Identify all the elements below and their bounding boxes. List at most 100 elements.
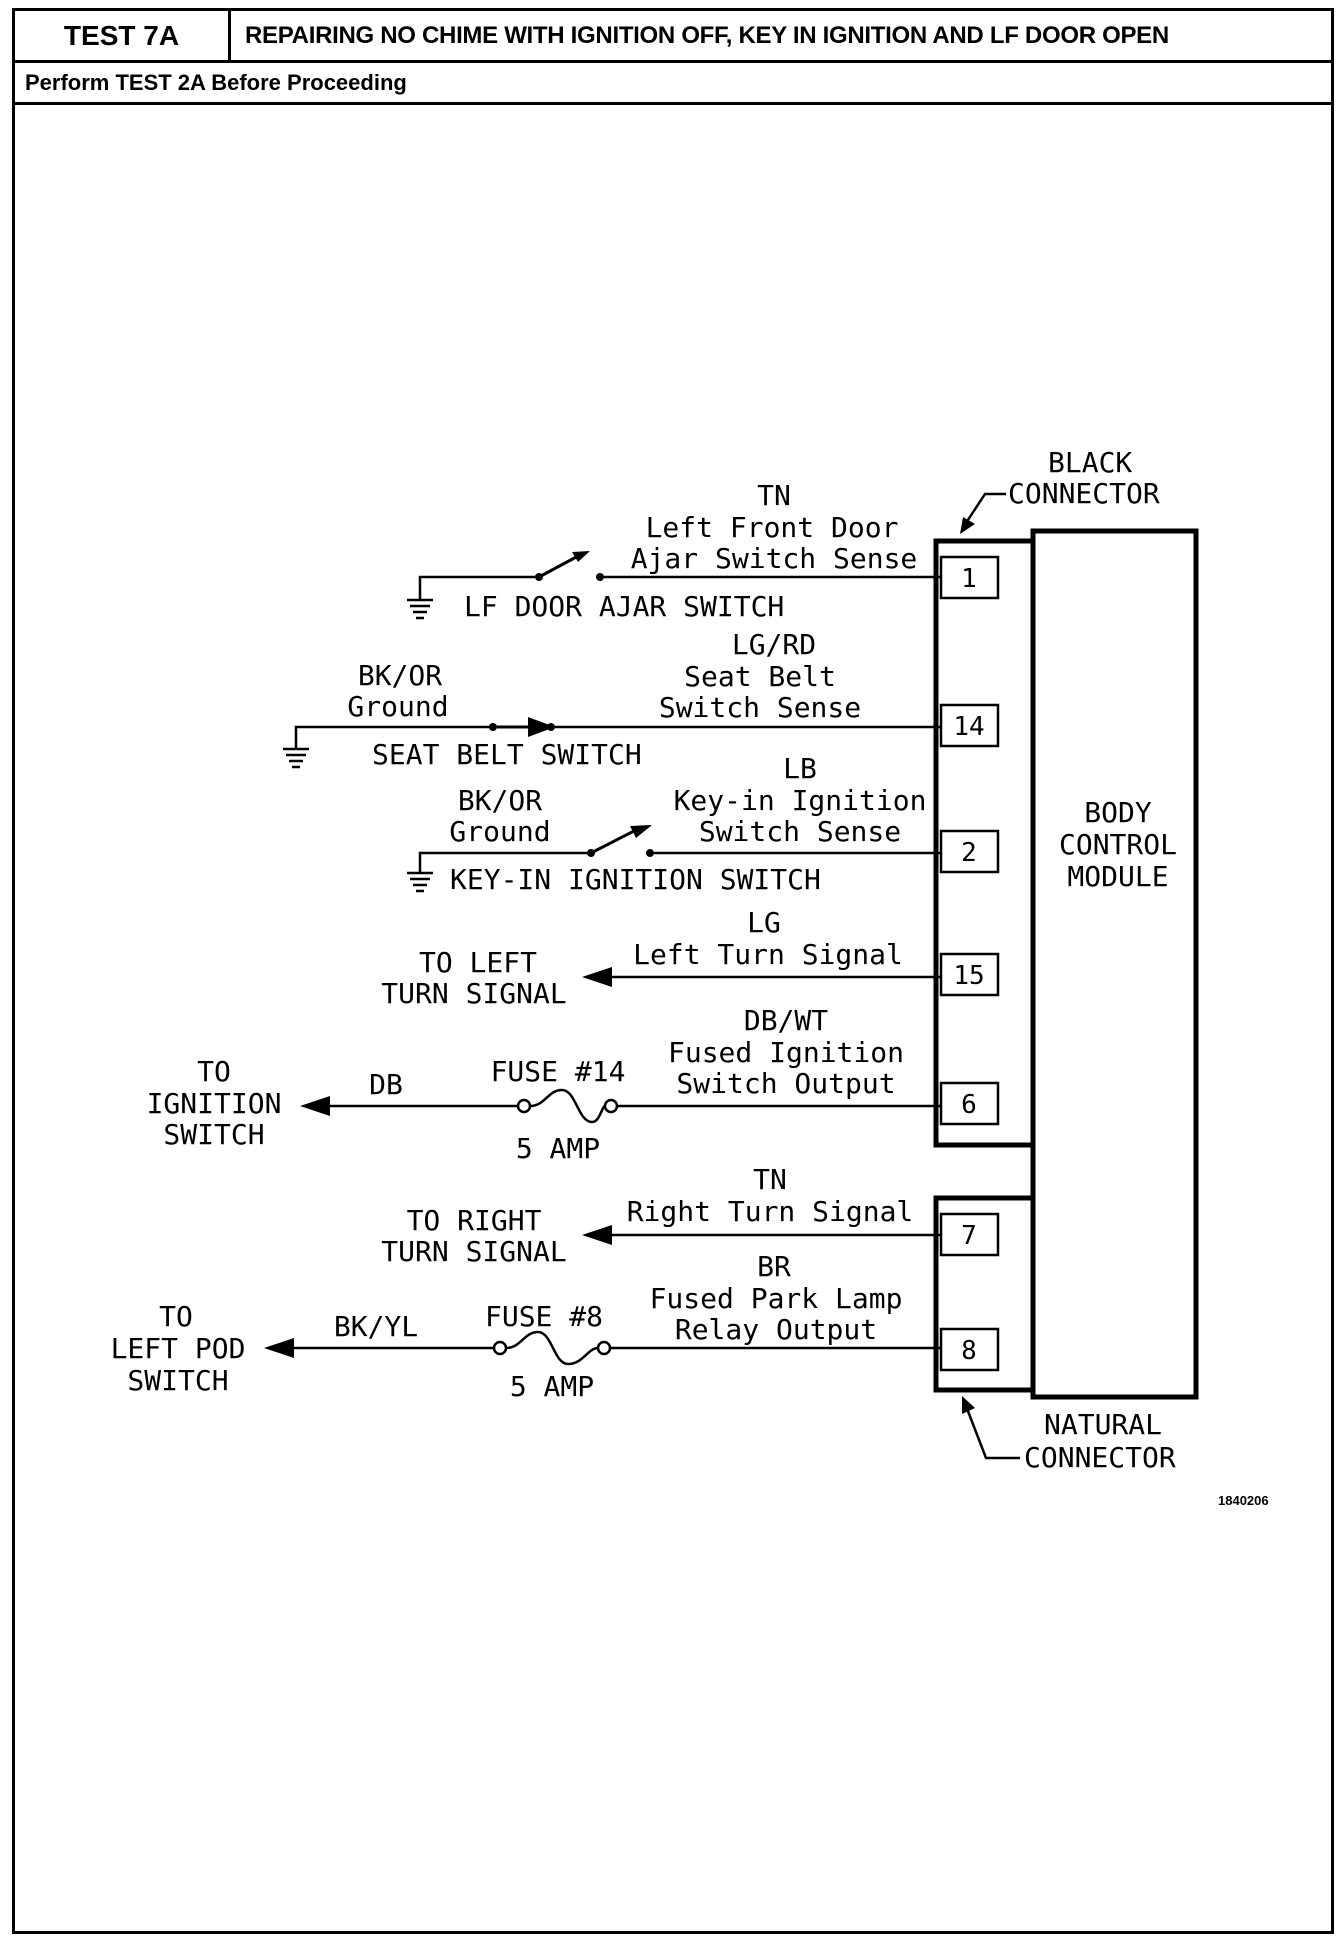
left-turn-dest-line1: TO LEFT xyxy=(419,946,537,979)
key-in-ground-icon xyxy=(405,871,435,893)
fuse-8-amp: 5 AMP xyxy=(510,1370,594,1403)
door-wire-color: TN xyxy=(757,479,791,512)
left-turn-arrow xyxy=(582,967,612,987)
pin-6-number: 6 xyxy=(961,1090,977,1120)
black-connector-pointer xyxy=(962,492,1006,527)
park-lamp-output-line1: Fused Park Lamp xyxy=(650,1282,903,1315)
park-lamp-left-wire-color: BK/YL xyxy=(334,1310,418,1343)
fuse-14-label: FUSE #14 xyxy=(491,1055,626,1088)
right-turn-wire-color: TN xyxy=(753,1163,787,1196)
fuse-14-amp: 5 AMP xyxy=(516,1132,600,1165)
circuit-ignition: DB/WT Fused Ignition Switch Output FUSE … xyxy=(147,1004,941,1165)
key-in-switch-blade xyxy=(590,828,637,855)
key-in-sense-line1: Key-in Ignition xyxy=(674,784,927,817)
pin-15-number: 15 xyxy=(953,961,984,991)
door-sense-line2: Ajar Switch Sense xyxy=(631,542,918,575)
pin-7: 7 xyxy=(939,1212,1000,1257)
park-lamp-output-line2: Relay Output xyxy=(675,1313,877,1346)
pin-14-number: 14 xyxy=(953,712,984,742)
pin-1-number: 1 xyxy=(961,564,977,594)
black-connector xyxy=(933,538,1036,1148)
pin-1: 1 xyxy=(939,555,1000,600)
ignition-left-wire-color: DB xyxy=(369,1068,403,1101)
ignition-arrow xyxy=(300,1096,330,1116)
right-turn-signal-label: Right Turn Signal xyxy=(627,1195,914,1228)
fuse-14-element xyxy=(529,1088,606,1124)
body-control-module-box xyxy=(1030,528,1199,1400)
key-in-switch-label: KEY-IN IGNITION SWITCH xyxy=(450,863,821,896)
black-connector-label-line1: BLACK xyxy=(1048,446,1132,479)
test-sheet: TEST 7A REPAIRING NO CHIME WITH IGNITION… xyxy=(12,8,1334,1934)
seat-belt-switch-arrow xyxy=(528,717,555,737)
fuse-8-element xyxy=(505,1330,599,1366)
door-ajar-ground-wire xyxy=(418,575,536,600)
seat-belt-ground-label: Ground xyxy=(347,690,448,723)
circuit-left-turn: LG Left Turn Signal TO LEFT TURN SIGNAL xyxy=(381,906,941,1010)
module-label-line1: BODY xyxy=(1084,796,1152,829)
natural-connector-label-line2: CONNECTOR xyxy=(1024,1441,1176,1474)
pin-15: 15 xyxy=(939,952,1000,997)
seat-belt-ground-wire-color: BK/OR xyxy=(358,659,442,692)
pin-8-number: 8 xyxy=(961,1336,977,1366)
right-turn-dest-line2: TURN SIGNAL xyxy=(381,1235,566,1268)
door-ajar-switch-blade xyxy=(538,553,581,579)
test-id: TEST 7A xyxy=(15,11,231,60)
pin-8: 8 xyxy=(939,1327,1000,1372)
module-label-line3: MODULE xyxy=(1067,860,1168,893)
ignition-dest-line3: SWITCH xyxy=(163,1118,264,1151)
fuse-8-label: FUSE #8 xyxy=(485,1300,603,1333)
pin-2-number: 2 xyxy=(961,838,977,868)
seat-belt-switch-label: SEAT BELT SWITCH xyxy=(372,738,642,771)
left-turn-signal-label: Left Turn Signal xyxy=(633,938,903,971)
left-turn-dest-line2: TURN SIGNAL xyxy=(381,977,566,1010)
ignition-output-line2: Switch Output xyxy=(676,1067,895,1100)
key-in-ground-wire xyxy=(418,851,588,873)
black-connector-label-line2: CONNECTOR xyxy=(1008,477,1160,510)
prerequisite-row: Perform TEST 2A Before Proceeding xyxy=(15,63,1331,105)
park-lamp-dest-line3: SWITCH xyxy=(127,1364,228,1397)
natural-connector-arrowhead xyxy=(962,1396,975,1414)
key-in-sense-line2: Switch Sense xyxy=(699,815,901,848)
pin-7-number: 7 xyxy=(961,1221,977,1251)
figure-number: 1840206 xyxy=(1218,1493,1269,1508)
pin-2: 2 xyxy=(939,829,1000,874)
test-title: REPAIRING NO CHIME WITH IGNITION OFF, KE… xyxy=(245,21,1169,49)
ignition-output-line1: Fused Ignition xyxy=(668,1036,904,1069)
door-sense-line1: Left Front Door xyxy=(646,511,899,544)
right-turn-dest-line1: TO RIGHT xyxy=(407,1204,542,1237)
right-turn-arrow xyxy=(582,1225,612,1245)
door-ajar-switch-label: LF DOOR AJAR SWITCH xyxy=(464,590,784,623)
park-lamp-dest-line1: TO xyxy=(159,1300,193,1333)
park-lamp-wire-color: BR xyxy=(757,1250,791,1283)
seat-belt-ground-icon xyxy=(281,747,311,769)
seat-belt-ground-wire xyxy=(294,725,490,749)
circuit-key-in: LB Key-in Ignition Switch Sense BK/OR Gr… xyxy=(405,752,941,896)
pin-14: 14 xyxy=(939,703,1000,748)
left-turn-wire-color: LG xyxy=(747,906,781,939)
seat-belt-wire-color: LG/RD xyxy=(732,628,816,661)
pin-6: 6 xyxy=(939,1081,1000,1126)
header-row: TEST 7A REPAIRING NO CHIME WITH IGNITION… xyxy=(15,11,1331,63)
key-in-ground-label: Ground xyxy=(449,815,550,848)
ignition-dest-line1: TO xyxy=(197,1055,231,1088)
natural-connector xyxy=(933,1195,1036,1393)
circuit-right-turn: TN Right Turn Signal TO RIGHT TURN SIGNA… xyxy=(381,1163,941,1268)
park-lamp-arrow xyxy=(264,1338,294,1358)
ignition-wire-color: DB/WT xyxy=(744,1004,828,1037)
park-lamp-dest-line2: LEFT POD xyxy=(111,1332,246,1365)
door-ajar-ground-icon xyxy=(405,598,435,620)
black-connector-arrowhead xyxy=(960,517,975,534)
module-label-line2: CONTROL xyxy=(1059,828,1177,861)
circuit-door-ajar: TN Left Front Door Ajar Switch Sense LF … xyxy=(405,479,941,623)
seat-belt-sense-line1: Seat Belt xyxy=(684,660,836,693)
ignition-dest-line2: IGNITION xyxy=(147,1087,282,1120)
key-in-wire-color: LB xyxy=(783,752,817,785)
key-in-ground-wire-color: BK/OR xyxy=(458,784,542,817)
natural-connector-label-line1: NATURAL xyxy=(1044,1408,1162,1441)
circuit-seat-belt: LG/RD Seat Belt Switch Sense BK/OR Groun… xyxy=(281,628,941,771)
prerequisite-note: Perform TEST 2A Before Proceeding xyxy=(25,69,407,95)
seat-belt-sense-line2: Switch Sense xyxy=(659,691,861,724)
circuit-park-lamp: BR Fused Park Lamp Relay Output FUSE #8 … xyxy=(111,1250,941,1403)
natural-connector-pointer xyxy=(964,1405,1020,1460)
